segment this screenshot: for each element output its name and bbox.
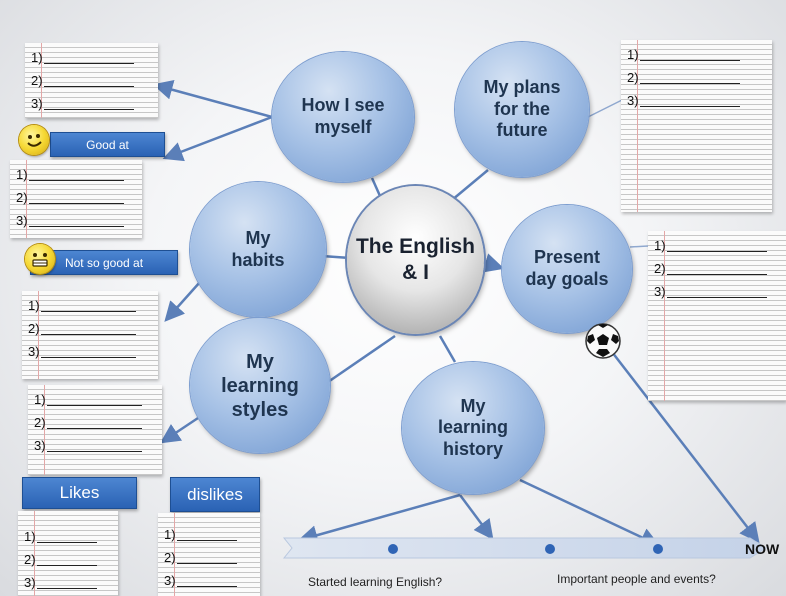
timeline-point: [388, 544, 398, 554]
list-number: 2): [654, 261, 666, 276]
bubble-text: How I see: [301, 95, 385, 116]
list-number: 2): [31, 73, 43, 88]
list-number: 2): [34, 415, 46, 430]
note-not-so-good-at: 1) 2) 3): [22, 291, 158, 379]
note-line[interactable]: 3): [25, 92, 158, 115]
timeline-important-label: Important people and events?: [557, 572, 716, 586]
note-line[interactable]: 2): [648, 257, 786, 280]
note-dislikes: 1) 2) 3): [158, 513, 260, 596]
dislikes-label: dislikes: [170, 477, 260, 512]
note-line[interactable]: 3): [158, 569, 260, 592]
list-number: 1): [627, 47, 639, 62]
center-node-english-and-i[interactable]: The English & I: [347, 186, 484, 334]
good-at-label: Good at: [50, 132, 165, 157]
timeline-arrow: [282, 537, 767, 559]
list-number: 1): [24, 529, 36, 544]
list-number: 1): [16, 167, 28, 182]
timeline-started-label: Started learning English?: [308, 575, 443, 589]
note-line[interactable]: 3): [28, 434, 162, 457]
bubble-text: My: [245, 227, 271, 248]
smiley-icon: [19, 125, 49, 155]
timeline-now-label: NOW: [745, 541, 780, 557]
list-number: 1): [654, 238, 666, 253]
list-number: 3): [24, 575, 36, 590]
note-present-goals: 1) 2) 3): [648, 231, 786, 401]
list-number: 1): [31, 50, 43, 65]
bubble-text: for the: [494, 98, 550, 119]
note-likes: 1) 2) 3): [18, 511, 118, 596]
list-number: 2): [627, 70, 639, 85]
note-line[interactable]: 3): [10, 209, 142, 232]
list-number: 3): [28, 344, 40, 359]
list-number: 3): [16, 213, 28, 228]
note-line[interactable]: 2): [22, 317, 158, 340]
note-line[interactable]: 1): [621, 43, 772, 66]
likes-label: Likes: [22, 477, 137, 509]
list-number: 1): [28, 298, 40, 313]
bubble-text: habits: [231, 249, 285, 270]
grimace-icon: [25, 244, 55, 274]
note-line[interactable]: 2): [621, 66, 772, 89]
bubble-text: My: [460, 395, 486, 416]
list-number: 1): [34, 392, 46, 407]
list-number: 3): [627, 93, 639, 108]
bubble-text: My plans: [483, 77, 561, 98]
list-number: 3): [34, 438, 46, 453]
not-so-good-at-label: Not so good at: [30, 250, 178, 275]
note-line[interactable]: 2): [158, 546, 260, 569]
note-line[interactable]: 1): [18, 525, 118, 548]
bubble-text: Present: [533, 247, 601, 268]
list-number: 2): [24, 552, 36, 567]
note-line[interactable]: 1): [648, 234, 786, 257]
bubble-text: myself: [314, 117, 372, 137]
note-line[interactable]: 1): [25, 46, 158, 69]
note-line[interactable]: 1): [28, 388, 162, 411]
list-number: 3): [164, 573, 176, 588]
note-how-i-see-myself: 1) 2) 3): [25, 43, 158, 118]
bubble-text: learning: [221, 374, 299, 397]
soccer-ball-icon: [584, 322, 622, 360]
list-number: 2): [164, 550, 176, 565]
note-line[interactable]: 2): [18, 548, 118, 571]
timeline-point: [545, 544, 555, 554]
note-line[interactable]: 1): [158, 523, 260, 546]
note-line[interactable]: 1): [22, 294, 158, 317]
list-number: 3): [654, 284, 666, 299]
list-number: 2): [16, 190, 28, 205]
bubble-text: learning: [437, 417, 508, 438]
note-line[interactable]: 3): [18, 571, 118, 594]
note-line[interactable]: 2): [25, 69, 158, 92]
note-line[interactable]: 2): [10, 186, 142, 209]
list-number: 3): [31, 96, 43, 111]
list-number: 1): [164, 527, 176, 542]
bubble-text: history: [442, 438, 503, 459]
center-text: The English: [355, 234, 475, 258]
note-plans-future: 1) 2) 3): [621, 40, 772, 212]
note-line[interactable]: 3): [22, 340, 158, 363]
note-line[interactable]: 2): [28, 411, 162, 434]
bubble-text: styles: [231, 398, 289, 421]
bubble-text: future: [496, 120, 548, 141]
bubble-text: day goals: [525, 269, 609, 289]
note-learning-styles: 1) 2) 3): [28, 385, 162, 475]
timeline-point: [653, 544, 663, 554]
note-line[interactable]: 3): [648, 280, 786, 303]
list-number: 2): [28, 321, 40, 336]
note-good-at: 1) 2) 3): [10, 160, 142, 238]
note-line[interactable]: 1): [10, 163, 142, 186]
bubble-text: My: [246, 350, 274, 373]
note-line[interactable]: 3): [621, 89, 772, 112]
center-text: & I: [402, 261, 429, 284]
